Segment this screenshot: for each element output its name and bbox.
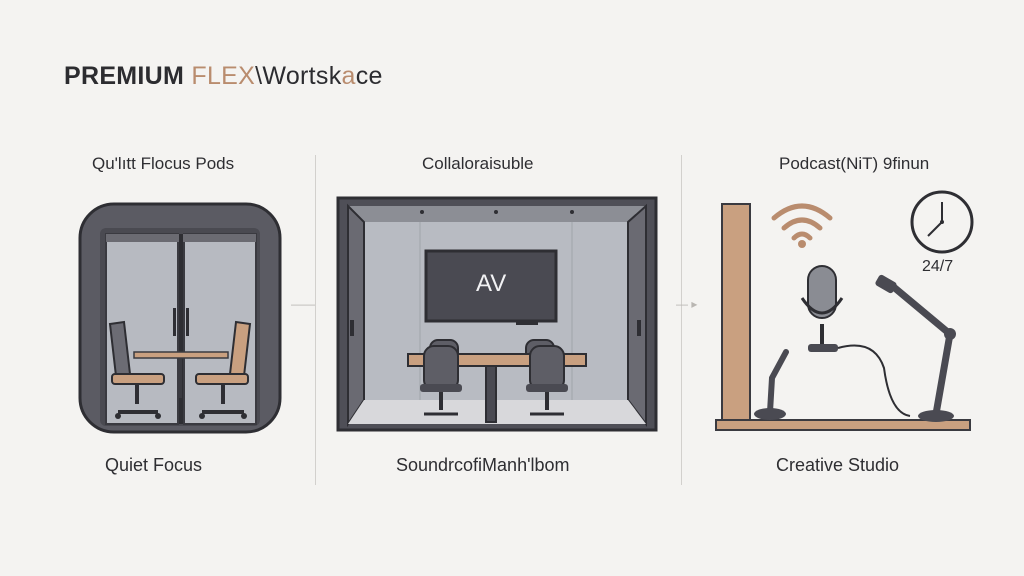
av-screen-label: AV [476,270,507,297]
soundproof-room-label: SoundrcofiΜanh'lbom [396,455,570,475]
focus-pods-heading: Qu'lıtt Flocus Pods [92,154,235,173]
availability-label: 24/7 [922,258,954,275]
connector-arrow-left: —— [291,297,315,311]
page-title: PREMIUM FLEX\Wortskace [64,62,383,91]
title-premium: PREMIUM [64,62,192,90]
focus-pod-illustration [78,202,282,434]
title-workspace-accent: a [341,62,356,90]
title-flex: FLEX [191,62,256,90]
meeting-room-illustration [336,196,658,432]
collaborative-heading: Collaloraisuble [422,154,534,173]
clock-icon [910,190,974,254]
microphone-icon [800,265,844,352]
wifi-icon [771,203,833,241]
podcast-heading: Podcast(NiT) 9finun [779,154,930,173]
divider-right [681,155,682,485]
podcast-studio-illustration [715,190,974,431]
divider-left [315,155,316,485]
title-workspace-end: ce [355,62,383,90]
quiet-focus-label: Quiet Focus [105,455,203,475]
title-workspace-start: \Wortsk [255,62,342,90]
connector-arrow-right: — ▸ [676,297,698,311]
creative-studio-label: Creative Studio [776,455,900,475]
